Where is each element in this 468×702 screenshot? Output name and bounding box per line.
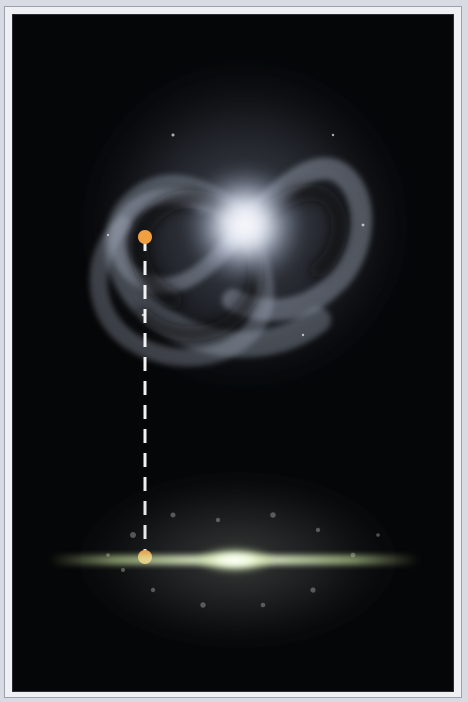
galaxy-illustration: [12, 14, 454, 692]
spiral-galaxy-face-on: [75, 55, 415, 395]
spiral-arms: [89, 157, 373, 367]
galaxy-core: [185, 165, 305, 285]
spiral-galaxy-edge-on: [49, 465, 419, 655]
star-sparkles: [106, 133, 365, 337]
galaxy-svg: [49, 55, 419, 655]
edge-on-bulge: [193, 546, 277, 574]
halo-clusters: [106, 512, 380, 608]
top-marker: [138, 230, 152, 244]
